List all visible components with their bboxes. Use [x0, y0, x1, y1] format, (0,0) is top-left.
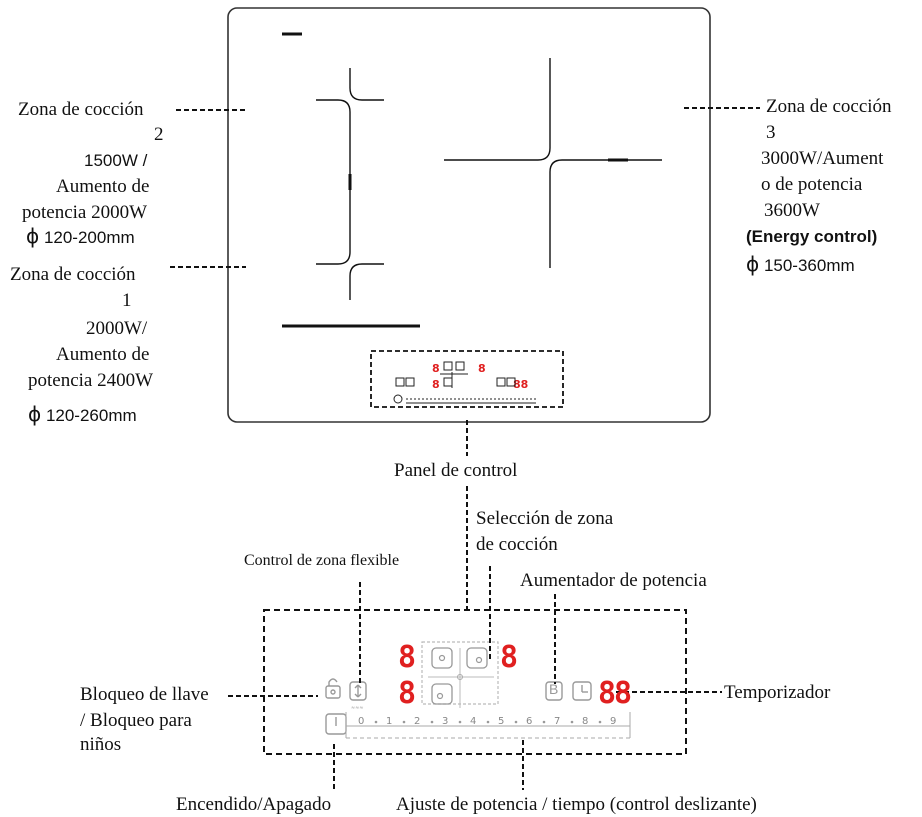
- mini-power-icon: [393, 394, 403, 404]
- zone2-power-boost: Aumento de: [56, 176, 150, 197]
- mini-clock-icon: [506, 377, 516, 387]
- hob-outline: [227, 7, 711, 423]
- slider-separator-dot: [374, 720, 378, 724]
- boost-icon-letter: B: [549, 681, 559, 697]
- slider-separator-dot: [402, 720, 406, 724]
- zone2-power: 1500W /: [84, 151, 148, 170]
- slider-mark-6[interactable]: 6: [526, 716, 533, 727]
- mini-digit: 8: [478, 362, 486, 375]
- slider-mark-8[interactable]: 8: [582, 716, 589, 727]
- diameter-icon: ϕ: [28, 402, 42, 426]
- zone3-cross-lower: [549, 159, 662, 268]
- zone3-power-boost-value: 3600W: [764, 200, 820, 221]
- zone2-number: 2: [154, 124, 164, 145]
- zone3-select-icon: [466, 647, 488, 669]
- slider-separator-dot: [458, 720, 462, 724]
- slider-mark-4[interactable]: 4: [470, 716, 477, 727]
- slider-mark-3[interactable]: 3: [442, 716, 449, 727]
- zone3-power-boost: o de potencia: [761, 174, 863, 195]
- panel-label: Panel de control: [394, 460, 518, 481]
- mini-zone-icon: [455, 361, 465, 371]
- mini-lock-icon: [395, 377, 405, 387]
- zone1-power-boost: Aumento de: [56, 344, 150, 365]
- zone1-title: Zona de cocción: [10, 264, 136, 285]
- zone3-size-value: 150-360mm: [763, 256, 855, 275]
- mini-panel: 8 8 8 88: [393, 361, 536, 404]
- zone1-power-boost-value: potencia 2400W: [28, 370, 154, 391]
- slider-mark-1[interactable]: 1: [386, 716, 393, 727]
- panel-box: [263, 609, 687, 755]
- slider-mark-2[interactable]: 2: [414, 716, 421, 727]
- diameter-icon: ϕ: [746, 252, 760, 276]
- zone3-power: 3000W/Aument: [761, 148, 884, 169]
- led-timer-digits: 88: [598, 676, 632, 711]
- onoff-label: Encendido/Apagado: [176, 794, 332, 815]
- diameter-icon: ϕ: [26, 224, 40, 248]
- lock-label-2: / Bloqueo para: [80, 710, 192, 731]
- slider-mark-7[interactable]: 7: [554, 716, 561, 727]
- mini-flex-icon: [405, 377, 415, 387]
- slider-separator-dot: [570, 720, 574, 724]
- lock-shackle: [328, 678, 338, 686]
- zone3-size: ϕ 150-360mm: [746, 252, 855, 278]
- zone2-power-boost-value: potencia 2000W: [22, 202, 148, 223]
- slider-separator-dot: [486, 720, 490, 724]
- zone2-size: ϕ 120-200mm: [26, 224, 135, 250]
- power-icon: [325, 713, 347, 735]
- zone1-size: ϕ 120-260mm: [28, 402, 137, 428]
- zone3-number: 3: [766, 122, 776, 143]
- cross-top-right: [349, 68, 384, 101]
- slider-separator-dot: [514, 720, 518, 724]
- zone3-cross: [444, 58, 662, 268]
- led-digit-zone3: 8: [500, 640, 519, 675]
- mini-panel-box: [370, 350, 564, 408]
- clock-icon: [572, 681, 592, 701]
- lock-icon: [325, 685, 341, 699]
- slider-separator-dot: [598, 720, 602, 724]
- slider-mark-0[interactable]: 0: [358, 716, 365, 727]
- booster-label: Aumentador de potencia: [520, 570, 707, 591]
- mini-digit: 8: [432, 378, 440, 391]
- timer-label: Temporizador: [724, 682, 831, 703]
- slider-separators: [374, 720, 602, 724]
- slider-separator-dot: [542, 720, 546, 724]
- mini-zone-icon: [443, 361, 453, 371]
- svg-text:≈≈≈: ≈≈≈: [351, 705, 364, 711]
- zone3-energy-control: (Energy control): [746, 227, 878, 246]
- led-digit-zone1: 8: [398, 676, 417, 711]
- slider-separator-dot: [430, 720, 434, 724]
- lock-label: Bloqueo de llave: [80, 684, 209, 705]
- zone3-title: Zona de cocción: [766, 96, 892, 117]
- cross-bottom-right: [349, 263, 384, 300]
- slider-mark-9[interactable]: 9: [610, 716, 617, 727]
- flex-zone-icon: [349, 681, 367, 701]
- zone1-power: 2000W/: [86, 318, 148, 339]
- zone1-select-icon: [431, 683, 453, 705]
- slider-label: Ajuste de potencia / tiempo (control des…: [396, 794, 757, 815]
- zone1-number: 1: [122, 290, 132, 311]
- mini-boost-icon: [496, 377, 506, 387]
- zone2-title: Zona de cocción: [18, 99, 144, 120]
- zone1-size-value: 120-260mm: [45, 406, 137, 425]
- leaders-top: [170, 107, 760, 612]
- mini-digit: 8: [432, 362, 440, 375]
- led-digit-zone2: 8: [398, 640, 417, 675]
- zone-select-label-2: de cocción: [476, 534, 558, 555]
- leaders-panel: [228, 566, 722, 792]
- zone3-cross-upper: [444, 58, 551, 161]
- lock-label-3: niños: [80, 734, 122, 755]
- flex-zone-label: Control de zona flexible: [244, 552, 400, 569]
- slider-mark-5[interactable]: 5: [498, 716, 505, 727]
- mini-timer-digits: 88: [513, 378, 528, 391]
- lock-flex-icons: [325, 678, 367, 701]
- zone2-size-value: 120-200mm: [43, 228, 135, 247]
- zone2-select-icon: [431, 647, 453, 669]
- zone-select-label: Selección de zona: [476, 508, 614, 529]
